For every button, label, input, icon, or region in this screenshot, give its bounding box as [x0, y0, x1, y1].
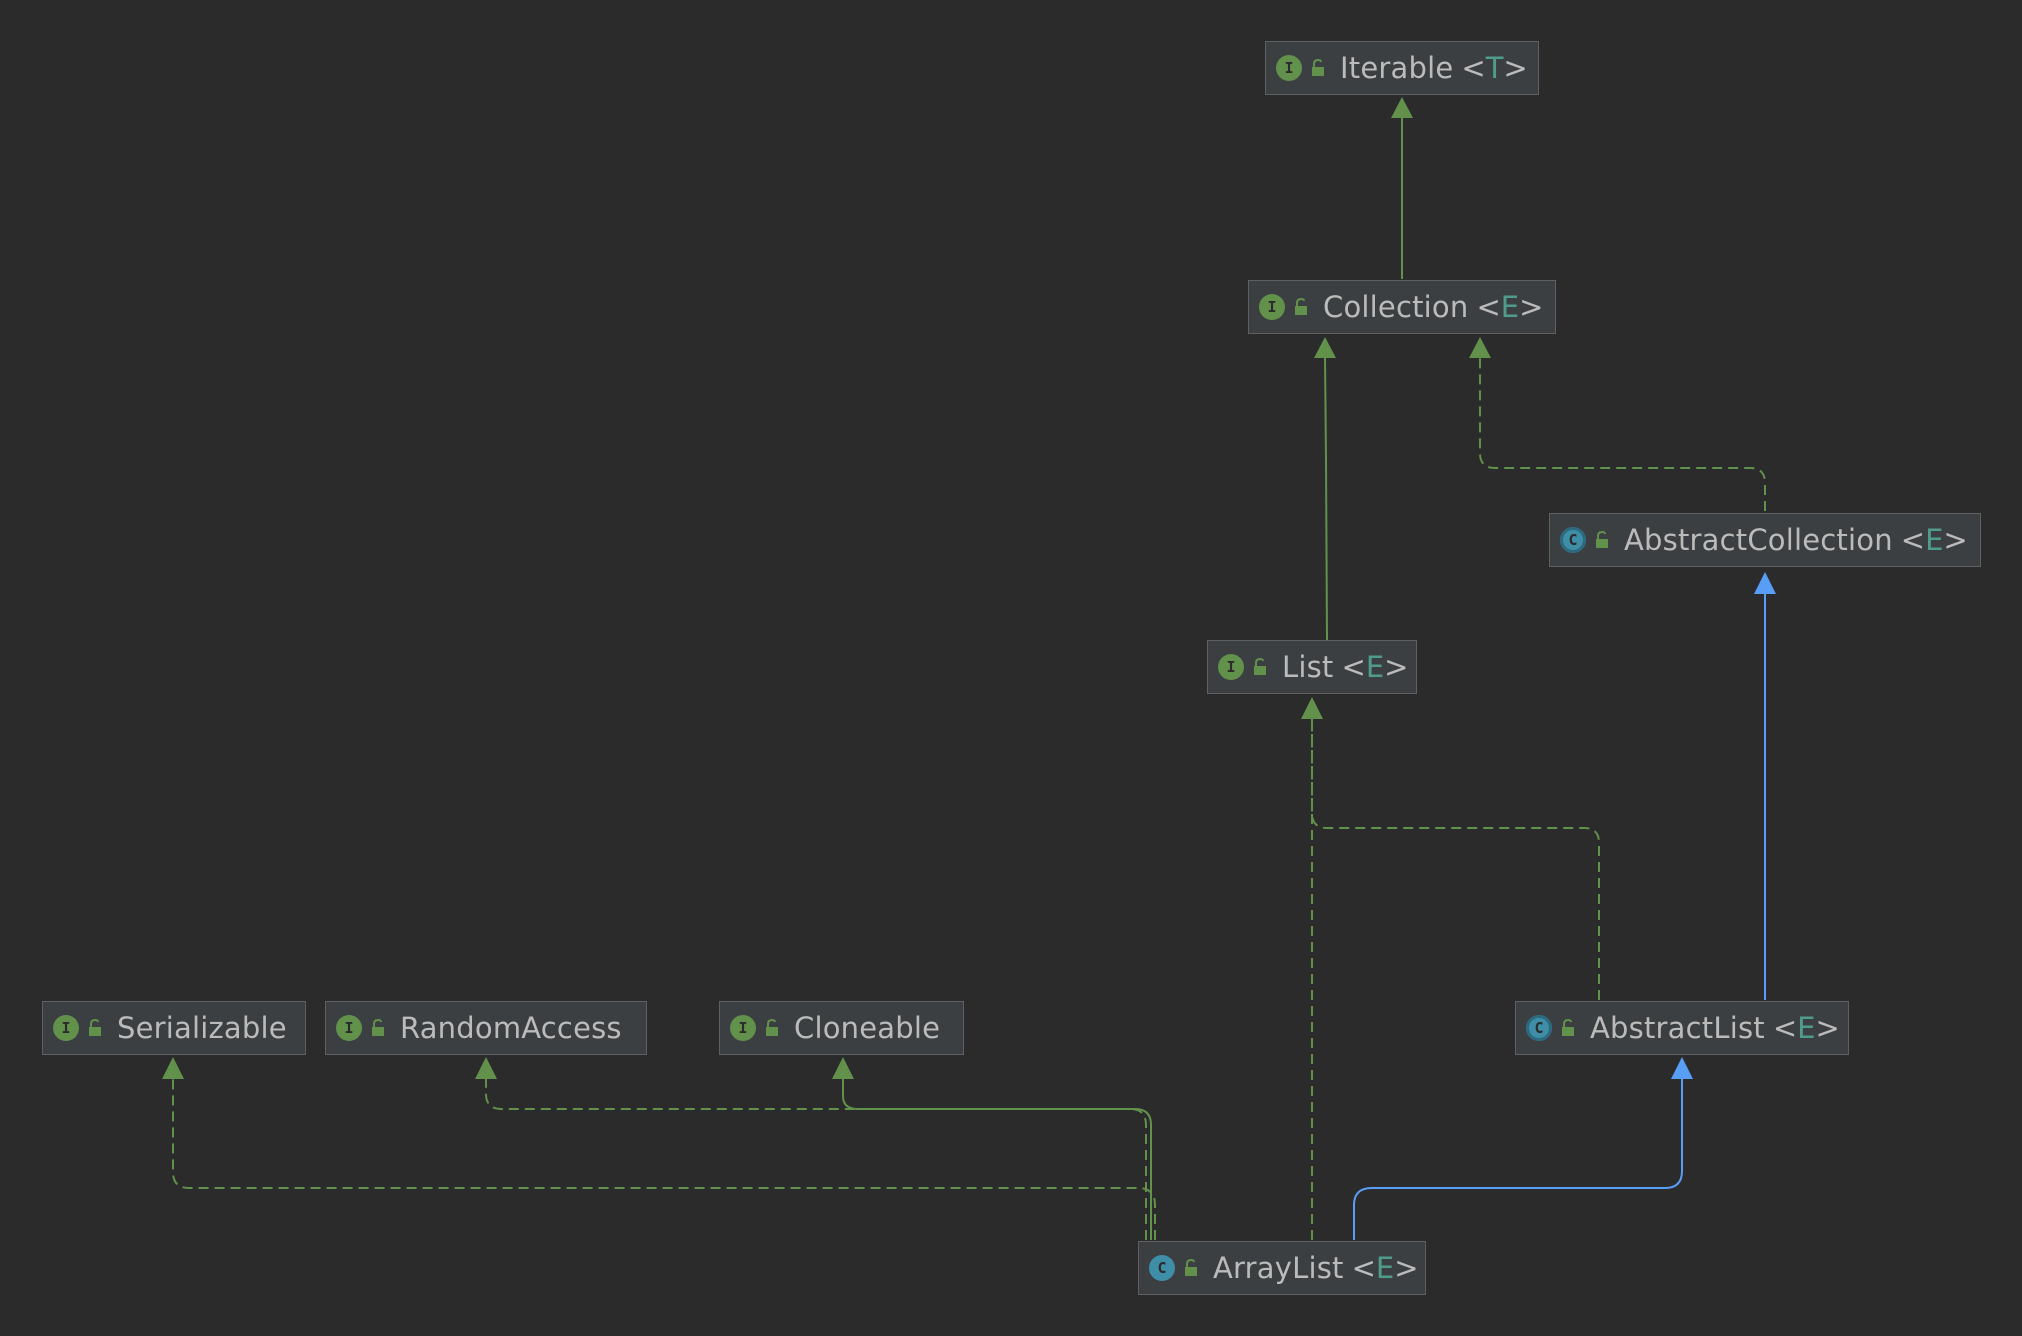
node-name: AbstractList	[1590, 1011, 1765, 1045]
node-name: ArrayList	[1213, 1251, 1344, 1285]
lock-open-icon	[1596, 531, 1608, 548]
interface-icon: I	[1259, 294, 1285, 320]
edge-list-extends-collection	[1324, 355, 1328, 641]
lock-open-icon	[89, 1019, 101, 1036]
node-random-access[interactable]: I RandomAccess	[325, 1001, 647, 1055]
type-param: E	[1797, 1011, 1816, 1045]
arrowhead-iterable	[1391, 97, 1413, 118]
abstract-class-icon: C	[1526, 1015, 1552, 1041]
node-name: AbstractCollection	[1624, 523, 1893, 557]
arrowhead-randomaccess	[475, 1057, 497, 1079]
edge-arraylist-implements-randomaccess	[485, 1078, 1147, 1240]
type-param: E	[1365, 650, 1385, 684]
node-cloneable[interactable]: I Cloneable	[719, 1001, 964, 1055]
class-icon: C	[1149, 1255, 1175, 1281]
interface-icon: I	[53, 1015, 79, 1041]
arrowhead-cloneable	[832, 1057, 854, 1079]
lock-open-icon	[1562, 1019, 1574, 1036]
lock-open-icon	[1254, 658, 1266, 675]
node-name: RandomAccess	[400, 1011, 622, 1045]
node-name: Serializable	[117, 1011, 287, 1045]
interface-icon: I	[336, 1015, 362, 1041]
lock-open-icon	[766, 1019, 778, 1036]
interface-icon: I	[1218, 654, 1244, 680]
type-param: E	[1500, 290, 1520, 324]
node-collection[interactable]: I Collection <E>	[1248, 280, 1556, 334]
edge-arraylist-implements-cloneable	[842, 1078, 1152, 1240]
lock-open-icon	[372, 1019, 384, 1036]
type-param: E	[1375, 1251, 1395, 1285]
generic-params: <E>	[1900, 523, 1968, 557]
arrowhead-collection-left	[1314, 337, 1336, 358]
generic-params: <E>	[1476, 290, 1544, 324]
arrowhead-serializable	[162, 1057, 184, 1079]
lock-open-icon	[1312, 59, 1324, 76]
arrowhead-list	[1301, 697, 1323, 719]
edge-arraylist-implements-serializable	[172, 1078, 1156, 1240]
lock-open-icon	[1185, 1259, 1197, 1276]
interface-icon: I	[730, 1015, 756, 1041]
type-param: E	[1925, 523, 1944, 557]
node-iterable[interactable]: I Iterable <T>	[1265, 41, 1539, 95]
lock-open-icon	[1295, 298, 1307, 315]
arrowhead-abstractlist	[1671, 1057, 1693, 1079]
node-name: Collection	[1323, 290, 1469, 324]
generic-params: <E>	[1351, 1251, 1419, 1285]
node-abstract-collection[interactable]: C AbstractCollection <E>	[1549, 513, 1981, 567]
abstract-class-icon: C	[1560, 527, 1586, 553]
edge-abstractlist-implements-list	[1311, 718, 1600, 1000]
edge-arraylist-extends-abstractlist	[1353, 1078, 1683, 1240]
arrowhead-abstractcollection	[1754, 572, 1776, 594]
node-list[interactable]: I List <E>	[1207, 640, 1417, 694]
node-name: List	[1282, 650, 1334, 684]
type-param: T	[1485, 51, 1504, 85]
node-array-list[interactable]: C ArrayList <E>	[1138, 1241, 1426, 1295]
node-serializable[interactable]: I Serializable	[42, 1001, 306, 1055]
node-abstract-list[interactable]: C AbstractList <E>	[1515, 1001, 1849, 1055]
generic-params: <T>	[1461, 51, 1528, 85]
generic-params: <E>	[1341, 650, 1409, 684]
generic-params: <E>	[1772, 1011, 1840, 1045]
edge-abstractcollection-implements-collection	[1479, 356, 1766, 511]
interface-icon: I	[1276, 55, 1302, 81]
node-name: Iterable	[1340, 51, 1454, 85]
arrowhead-collection-right	[1469, 337, 1491, 358]
node-name: Cloneable	[794, 1011, 941, 1045]
